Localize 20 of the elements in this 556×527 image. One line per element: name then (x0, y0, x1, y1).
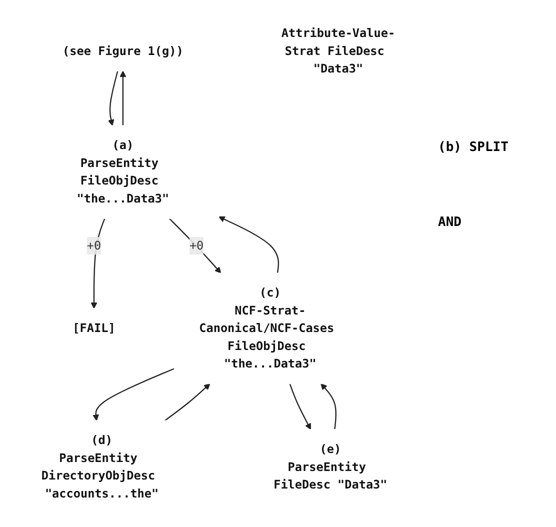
arrow (168, 218, 222, 274)
arrow (90, 218, 106, 309)
edge-label: +0 (86, 238, 102, 252)
arrow (320, 383, 337, 430)
arrow (108, 70, 118, 126)
arrow (289, 384, 311, 430)
arrow (120, 70, 126, 126)
annotation-text: AND (438, 215, 462, 230)
node-text: (see Figure 1(g)) (62, 44, 184, 58)
node-text: Attribute-Value-Strat FileDesc "Data3" (281, 26, 396, 76)
arrow (164, 383, 210, 422)
edge-label: +0 (189, 238, 204, 252)
node-text: (d) ParseEntity DirectoryObjDesc "accounts...the" (41, 433, 159, 500)
node-text: (a) ParseEntity FileObjDesc "the...Data3" (76, 138, 170, 206)
node-text: [FAIL] (72, 321, 116, 336)
node-text: (e) ParseEntity FileDesc "Data3" (274, 442, 388, 492)
node-text: (c) NCF-Strat-Canonical/NCF-Cases FileObjDesc "the...Data3" (199, 286, 334, 370)
arrow (92, 368, 175, 421)
arrow (218, 216, 280, 274)
annotation-text: (b) SPLIT (438, 140, 510, 155)
